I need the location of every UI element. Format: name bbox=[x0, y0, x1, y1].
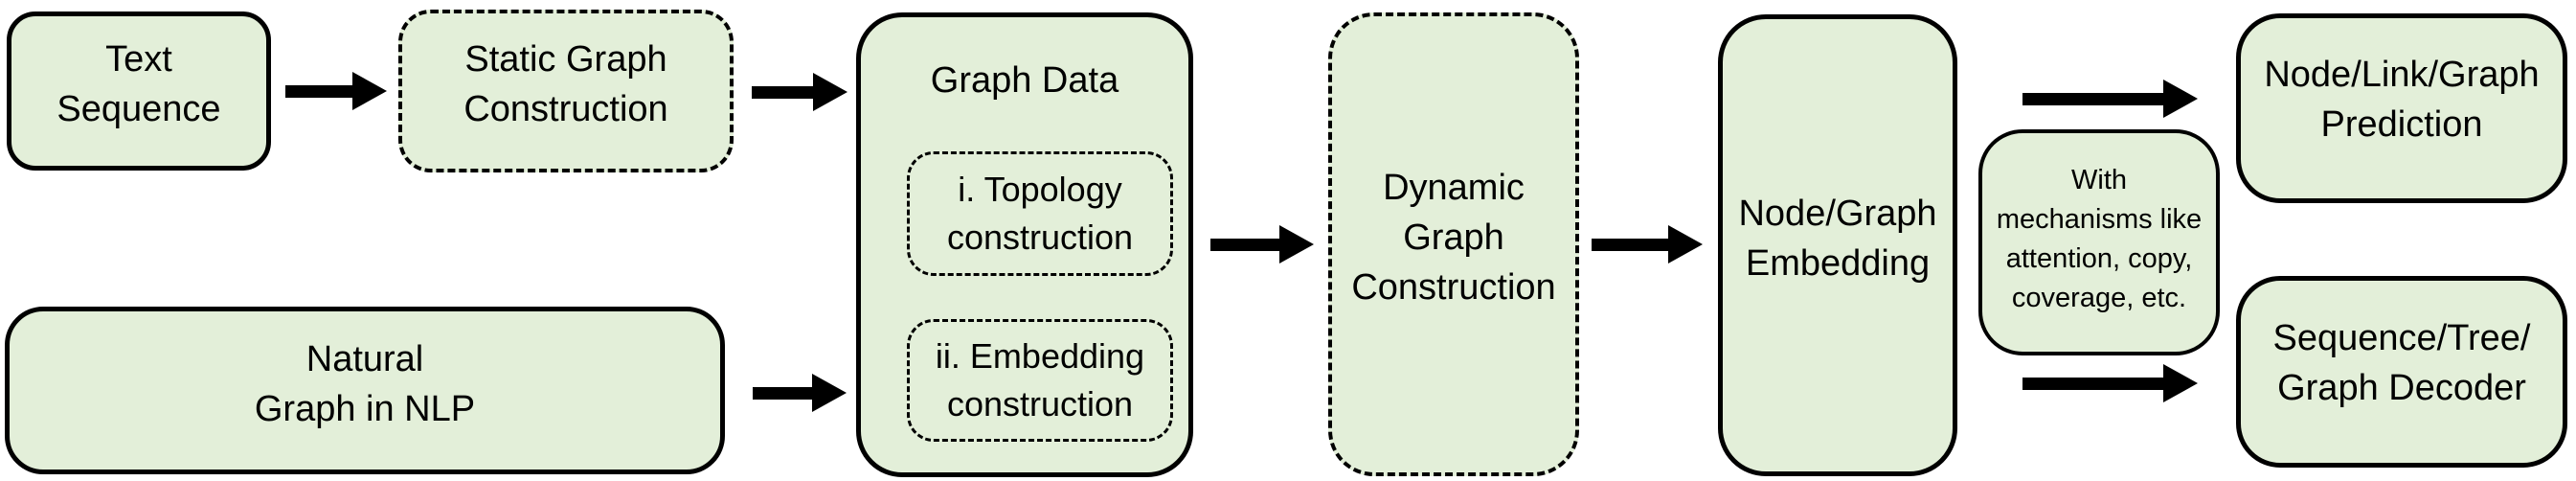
arrow-head-icon bbox=[2163, 80, 2198, 118]
node-dynamic-graph-construction: Dynamic Graph Construction bbox=[1328, 12, 1579, 476]
node-static-graph-construction: Static Graph Construction bbox=[398, 10, 734, 172]
node-label-line: Node/Graph bbox=[1738, 194, 1937, 234]
arrow-natural-graph-to-graph-data bbox=[753, 374, 847, 412]
node-label-line: Graph in NLP bbox=[254, 388, 476, 429]
arrow-shaft bbox=[2022, 92, 2163, 105]
node-embedding-construction: ii. Embedding construction bbox=[907, 319, 1173, 442]
node-node-link-graph-prediction: Node/Link/Graph Prediction bbox=[2236, 13, 2567, 203]
node-label-line: Text bbox=[105, 39, 172, 80]
node-label-line: mechanisms like bbox=[1996, 204, 2203, 235]
node-topology-construction: i. Topology construction bbox=[907, 151, 1173, 276]
arrow-embedding-to-decoder bbox=[2022, 364, 2198, 402]
node-label-line: attention, copy, bbox=[2005, 243, 2193, 274]
arrow-dynamic-construction-to-embedding bbox=[1592, 225, 1703, 263]
node-graph-data: Graph Data i. Topology construction ii. … bbox=[856, 12, 1193, 477]
node-label-line: Graph bbox=[1403, 218, 1504, 258]
node-with-mechanisms-note: With mechanisms like attention, copy, co… bbox=[1978, 129, 2220, 355]
arrow-head-icon bbox=[813, 73, 847, 111]
node-label-line: Construction bbox=[1351, 267, 1556, 308]
arrow-head-icon bbox=[812, 374, 847, 412]
node-label-line: Embedding bbox=[1745, 243, 1931, 284]
node-label-line: construction bbox=[946, 384, 1134, 424]
node-label-line: construction bbox=[946, 218, 1134, 257]
arrow-shaft bbox=[1210, 238, 1279, 251]
node-natural-graph-in-nlp: Natural Graph in NLP bbox=[5, 307, 725, 474]
graph-data-title: Graph Data bbox=[930, 60, 1119, 101]
arrow-shaft bbox=[2022, 377, 2163, 390]
node-node-graph-embedding: Node/Graph Embedding bbox=[1718, 14, 1957, 476]
node-label-line: Prediction bbox=[2320, 104, 2483, 145]
node-label-line: With bbox=[2071, 165, 2127, 195]
node-label-line: Sequence/Tree/ bbox=[2272, 318, 2531, 358]
arrow-shaft bbox=[1592, 238, 1668, 251]
arrow-shaft bbox=[753, 386, 812, 400]
node-label-line: Sequence bbox=[56, 89, 221, 129]
node-sequence-tree-graph-decoder: Sequence/Tree/ Graph Decoder bbox=[2236, 276, 2567, 468]
arrow-head-icon bbox=[352, 72, 387, 110]
node-label-line: Construction bbox=[463, 89, 668, 129]
node-label-line: coverage, etc. bbox=[2011, 283, 2187, 313]
arrow-head-icon bbox=[2163, 364, 2198, 402]
arrow-graph-data-to-dynamic-construction bbox=[1210, 225, 1314, 263]
arrow-shaft bbox=[285, 84, 352, 98]
node-label-line: Graph Decoder bbox=[2277, 368, 2526, 408]
node-text-sequence: Text Sequence bbox=[7, 11, 271, 171]
node-label-line: i. Topology bbox=[958, 170, 1122, 209]
arrow-embedding-to-prediction bbox=[2022, 80, 2198, 118]
arrow-head-icon bbox=[1668, 225, 1703, 263]
node-label-line: Static Graph bbox=[464, 39, 667, 80]
node-label-line: Node/Link/Graph bbox=[2264, 55, 2540, 95]
node-label-line: Natural bbox=[305, 338, 424, 379]
node-label-line: Dynamic bbox=[1383, 168, 1525, 208]
node-label-line: ii. Embedding bbox=[935, 336, 1145, 376]
arrow-shaft bbox=[752, 85, 813, 99]
arrow-static-construction-to-graph-data bbox=[752, 73, 847, 111]
arrow-head-icon bbox=[1279, 225, 1314, 263]
arrow-text-sequence-to-static-construction bbox=[285, 72, 387, 110]
